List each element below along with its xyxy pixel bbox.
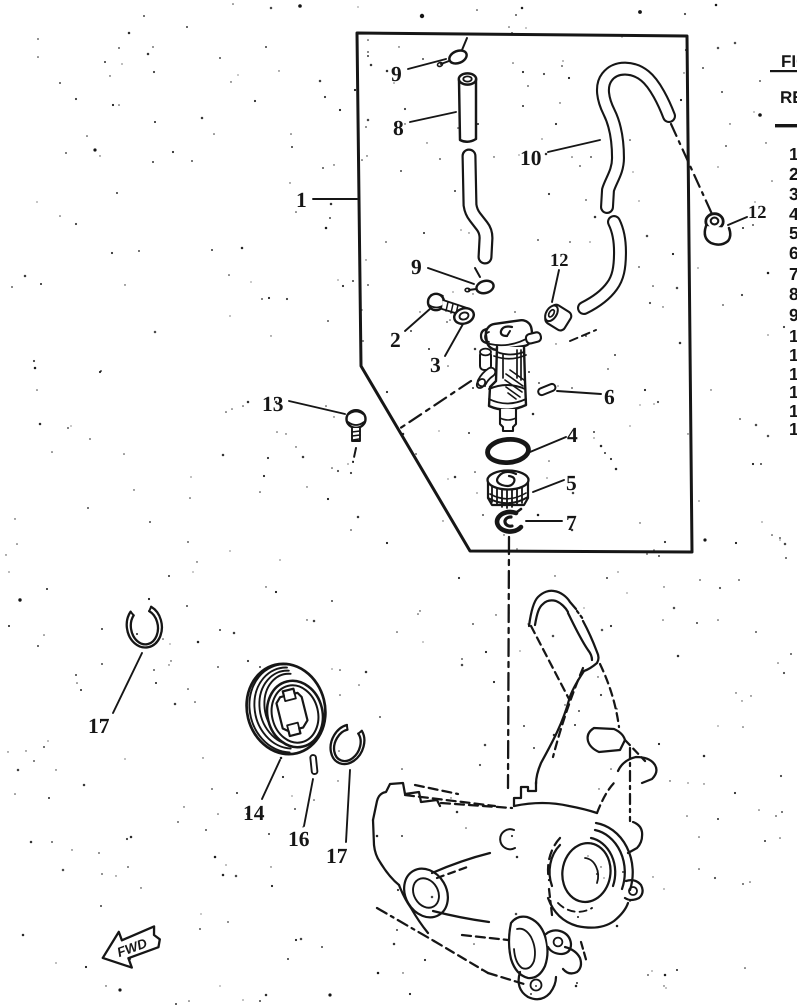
- svg-text:9: 9: [391, 62, 402, 86]
- svg-text:FIG: FIG: [781, 52, 797, 71]
- svg-text:2: 2: [789, 164, 797, 184]
- svg-text:10: 10: [789, 326, 797, 346]
- svg-text:8: 8: [789, 284, 797, 304]
- svg-text:1: 1: [296, 188, 307, 212]
- svg-text:4: 4: [789, 204, 797, 224]
- svg-text:3: 3: [430, 353, 441, 377]
- svg-text:6: 6: [604, 385, 615, 409]
- svg-text:RE: RE: [780, 88, 797, 107]
- svg-text:15: 15: [789, 419, 797, 439]
- svg-text:13: 13: [262, 392, 284, 416]
- svg-text:12: 12: [550, 251, 569, 271]
- svg-text:5: 5: [789, 223, 797, 243]
- svg-text:7: 7: [566, 511, 577, 535]
- svg-text:14: 14: [243, 801, 265, 825]
- svg-text:8: 8: [393, 116, 404, 140]
- svg-text:17: 17: [88, 714, 110, 738]
- svg-text:1: 1: [789, 144, 797, 164]
- svg-text:17: 17: [326, 844, 348, 868]
- svg-text:12: 12: [789, 364, 797, 384]
- svg-text:9: 9: [411, 255, 422, 279]
- svg-text:11: 11: [789, 345, 797, 365]
- svg-text:12: 12: [748, 203, 767, 223]
- svg-text:9: 9: [789, 305, 797, 325]
- svg-text:6: 6: [789, 243, 797, 263]
- svg-text:2: 2: [390, 328, 401, 352]
- svg-text:3: 3: [789, 184, 797, 204]
- svg-text:4: 4: [567, 423, 578, 447]
- svg-text:10: 10: [520, 146, 542, 170]
- svg-text:16: 16: [288, 827, 310, 851]
- svg-text:14: 14: [789, 401, 797, 421]
- svg-text:13: 13: [789, 382, 797, 402]
- svg-text:5: 5: [566, 471, 577, 495]
- svg-text:7: 7: [789, 264, 797, 284]
